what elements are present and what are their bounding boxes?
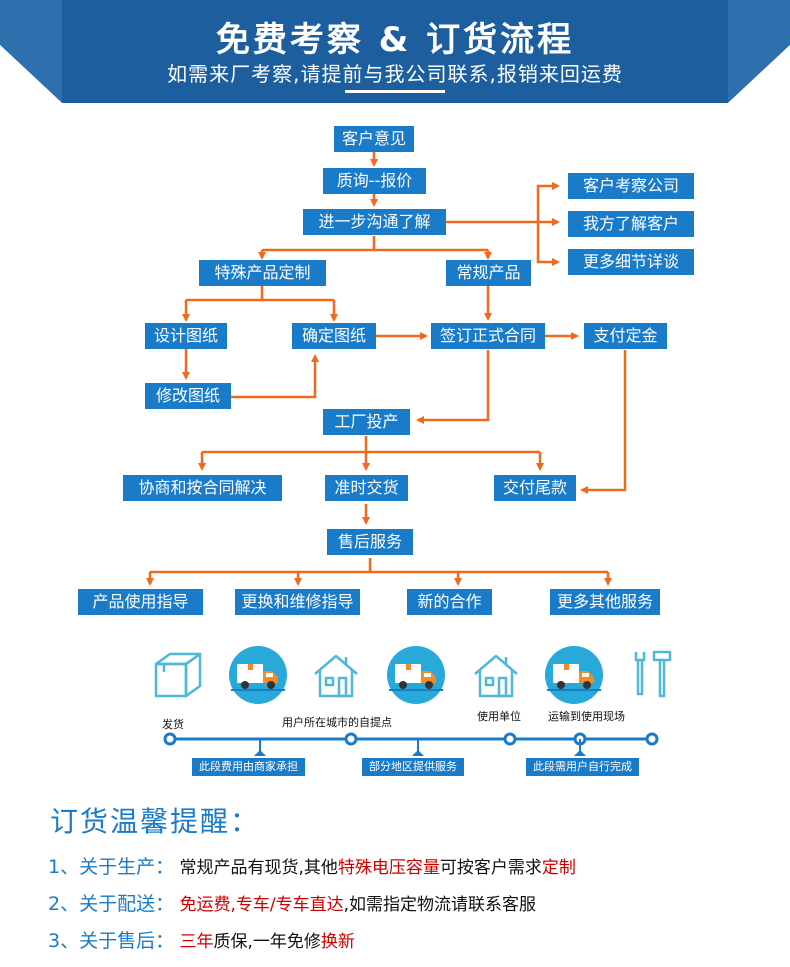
timeline-label-pickup: 用户所在城市的自提点 bbox=[282, 716, 392, 729]
tip-row-after-sales: 3、关于售后： 三年质保,一年免修换新 bbox=[48, 926, 355, 953]
tip-heading: 关于生产： bbox=[79, 856, 175, 878]
tip-row-delivery: 2、关于配送： 免运费,专车/专车直达,如需指定物流请联系客服 bbox=[48, 889, 536, 916]
node-customer-opinion: 客户意见 bbox=[334, 126, 414, 152]
truck-icon bbox=[229, 646, 287, 704]
tip-highlight: 定制 bbox=[541, 858, 576, 878]
node-confirm-drawing: 确定图纸 bbox=[292, 323, 376, 349]
node-negotiate-contract: 协商和按合同解决 bbox=[123, 475, 282, 501]
house-icon bbox=[474, 654, 518, 698]
node-after-sales: 售后服务 bbox=[327, 529, 413, 555]
timeline-label-ship: 发货 bbox=[162, 718, 184, 731]
tip-heading: 关于售后： bbox=[79, 930, 175, 952]
node-pay-deposit: 支付定金 bbox=[584, 323, 667, 349]
timeline-label-site: 运输到使用现场 bbox=[548, 710, 625, 723]
node-more-services: 更多其他服务 bbox=[550, 589, 660, 615]
node-repair-guide: 更换和维修指导 bbox=[235, 589, 360, 615]
tip-number: 3、 bbox=[48, 930, 80, 952]
timeline-tag-region: 部分地区提供服务 bbox=[362, 758, 464, 776]
node-customer-inspection: 客户考察公司 bbox=[568, 173, 694, 199]
node-factory-production: 工厂投产 bbox=[323, 409, 410, 435]
node-design-drawing: 设计图纸 bbox=[145, 323, 227, 349]
tools-icon bbox=[634, 650, 672, 698]
node-usage-guide: 产品使用指导 bbox=[78, 589, 203, 615]
house-icon bbox=[314, 654, 358, 698]
truck-icon bbox=[387, 646, 445, 704]
tip-text: ,如需指定物流请联系客服 bbox=[343, 895, 537, 915]
tip-number: 1、 bbox=[48, 856, 80, 878]
node-ontime-delivery: 准时交货 bbox=[325, 475, 408, 501]
timeline-tag-user: 此段需用户自行完成 bbox=[526, 758, 639, 776]
header-banner: 免费考察 & 订货流程 如需来厂考察,请提前与我公司联系,报销来回运费 bbox=[0, 0, 790, 103]
node-final-payment: 交付尾款 bbox=[494, 475, 576, 501]
tip-text: 可按客户需求 bbox=[439, 858, 542, 878]
timeline-tag-merchant: 此段费用由商家承担 bbox=[192, 758, 305, 776]
tip-heading: 关于配送： bbox=[79, 893, 175, 915]
header-background bbox=[0, 0, 790, 103]
node-sign-contract: 签订正式合同 bbox=[431, 323, 545, 349]
tip-highlight: 特殊电压容量 bbox=[337, 858, 440, 878]
node-more-details: 更多细节详谈 bbox=[568, 249, 694, 275]
node-inquiry-quote: 质询--报价 bbox=[323, 168, 426, 194]
tip-highlight: 免运费,专车/专车直达 bbox=[179, 895, 344, 915]
tip-text: 质保,一年免修 bbox=[213, 932, 321, 952]
tips-title: 订货温馨提醒： bbox=[50, 805, 261, 838]
truck-icon bbox=[545, 646, 603, 704]
node-modify-drawing: 修改图纸 bbox=[145, 383, 231, 409]
box-icon bbox=[154, 652, 202, 698]
node-further-communication: 进一步沟通了解 bbox=[303, 209, 446, 235]
flow-connectors bbox=[146, 151, 627, 586]
delivery-timeline bbox=[163, 732, 659, 756]
node-know-customer: 我方了解客户 bbox=[568, 211, 694, 237]
page-subtitle: 如需来厂考察,请提前与我公司联系,报销来回运费 bbox=[167, 62, 623, 86]
node-new-cooperation: 新的合作 bbox=[407, 589, 492, 615]
tip-row-production: 1、关于生产： 常规产品有现货,其他特殊电压容量可按客户需求定制 bbox=[48, 852, 576, 879]
tip-number: 2、 bbox=[48, 893, 80, 915]
node-special-customization: 特殊产品定制 bbox=[199, 260, 326, 286]
tip-highlight: 换新 bbox=[320, 932, 355, 952]
page-title: 免费考察 & 订货流程 bbox=[215, 20, 575, 60]
timeline-label-unit: 使用单位 bbox=[477, 710, 521, 723]
tip-highlight: 三年 bbox=[179, 932, 214, 952]
node-regular-product: 常规产品 bbox=[446, 260, 531, 286]
tip-text: 常规产品有现货,其他 bbox=[179, 858, 338, 878]
